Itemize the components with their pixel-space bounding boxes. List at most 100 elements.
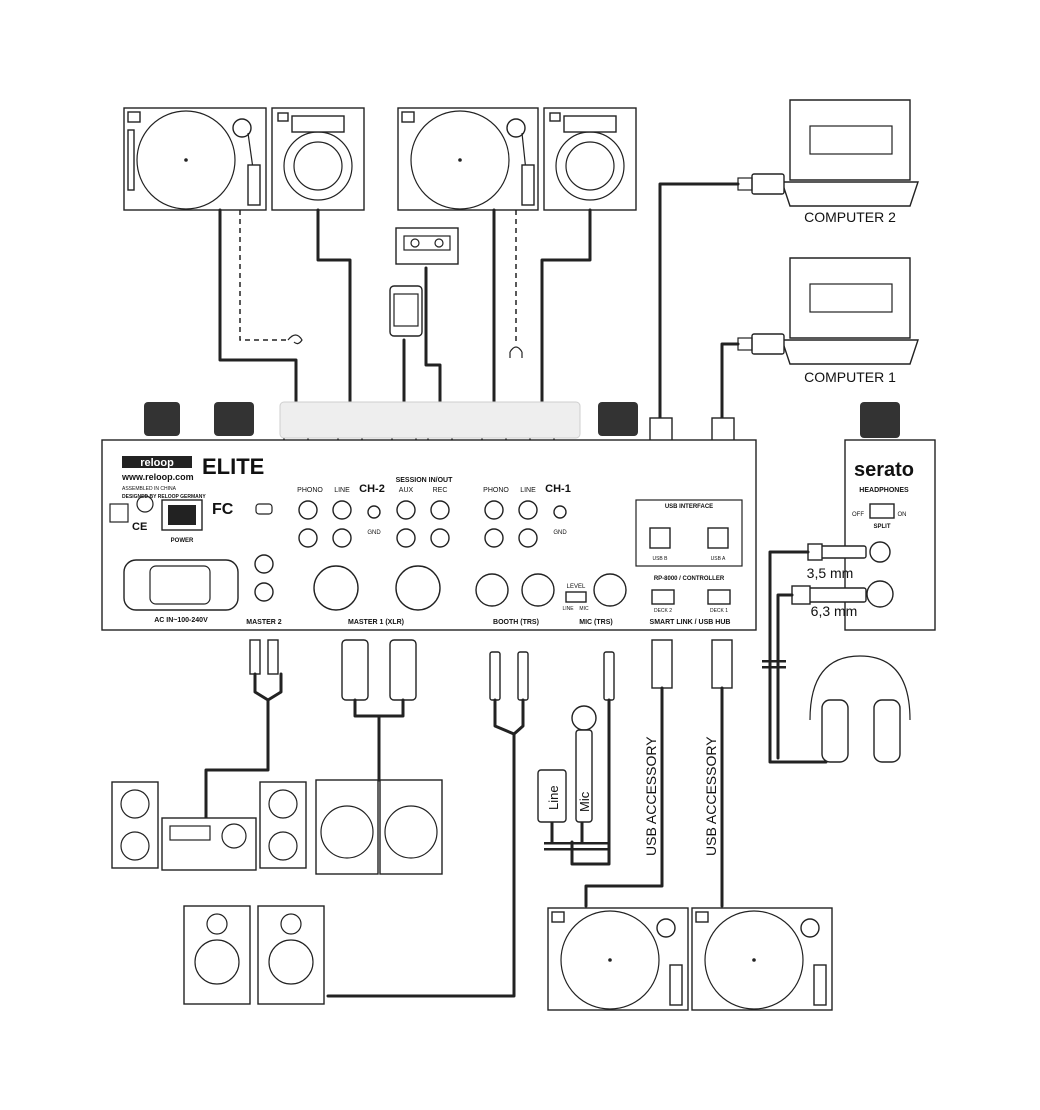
ch2-line: LINE [334,487,350,494]
ground-clip-icon [287,334,303,345]
ch1-phono: PHONO [483,487,509,494]
fcc-mark: FC [212,501,234,518]
cable [424,266,442,427]
controller-label: RP-8000 / CONTROLLER [654,576,725,582]
rca-jack-icon [254,554,274,602]
cable [720,342,740,422]
rca-jack-icon [396,500,450,548]
ch1-title: CH-1 [545,483,571,495]
section-master2: MASTER 2 [246,619,282,626]
session-aux: AUX [399,487,414,494]
usb-interface-title: USB INTERFACE [665,504,713,510]
model-name: ELITE [202,454,264,479]
cable [570,698,611,866]
cable [326,698,525,998]
svg-text:CE: CE [132,521,147,533]
trs-jack-icon [475,573,627,607]
ce-mark-icon: CE [109,495,154,533]
speaker-icon [111,781,307,869]
cable [658,182,740,422]
section-booth: BOOTH (TRS) [493,619,539,626]
xlr-jack-icon [313,565,441,611]
headphones-icon [809,655,911,763]
headphone-cable [768,550,828,764]
amplifier-icon [161,817,257,871]
usb-accessory-label-2: USB ACCESSORY [703,736,719,856]
jack-63-socket [866,580,894,608]
deck1-label: DECK 1 [710,608,728,614]
mic-device-label: Mic [577,791,592,812]
trs-plug-icon [489,651,615,701]
speaker-icon [315,779,443,875]
side-brand: serato [854,459,914,481]
switch-off-label: OFF [852,512,864,518]
line-device-label: Line [546,785,561,810]
usb-plug-icon [737,173,785,195]
split-switch[interactable] [869,503,895,519]
cable [316,208,352,427]
ch2-gnd: GND [367,530,381,536]
designed-by: DESIGNED BY RELOOP GERMANY [122,494,206,500]
cable [540,208,592,427]
turntable-icon [547,907,689,1011]
ch2-phono: PHONO [297,487,323,494]
headphone-cable [776,593,794,760]
session-title: SESSION IN/OUT [396,477,454,484]
laptop-icon [781,99,919,207]
turntable-icon [397,107,539,211]
computer1-label: COMPUTER 1 [804,369,896,385]
trs-plug-icon [791,543,867,605]
turntable-icon [691,907,833,1011]
ac-inlet [123,559,239,611]
level-label: LEVEL [567,584,586,590]
ac-label: AC IN~100-240V [154,617,208,624]
cd-player-icon [271,107,365,211]
ground-cable [239,210,286,341]
turntable-icon [123,107,267,211]
cable [204,672,283,820]
knob-icon [144,402,638,436]
rca-jack-icon [484,500,538,548]
deck2-label: DECK 2 [654,608,672,614]
headphones-label: HEADPHONES [859,487,909,494]
line-device-icon [537,769,567,823]
ch2-title: CH-2 [359,483,385,495]
rca-plug-icon [249,639,279,675]
usb-a-port [707,527,729,549]
usb-a-label: USB A [711,556,726,562]
usb-plug-icon [737,333,785,355]
laptop-icon [781,257,919,365]
cassette-icon [395,227,459,265]
session-rec: REC [433,487,448,494]
jack-35-socket [869,541,891,563]
usb-b-port [649,527,671,549]
xlr-plug-icon [341,639,417,701]
jack-small-label: 3,5 mm [807,565,854,581]
section-master1: MASTER 1 (XLR) [348,619,404,626]
level-switch[interactable] [565,591,587,603]
level-line-label: LINE [562,606,574,612]
cable [353,698,405,782]
switch-on-label: ON [898,512,907,518]
usb-plug-icon [651,639,733,689]
made-in: ASSEMBLED IN CHINA [122,486,177,492]
knob-icon [860,402,900,438]
power-label: POWER [171,538,194,544]
section-mic: MIC (TRS) [579,619,612,626]
cable [584,686,664,908]
usb-accessory-label-1: USB ACCESSORY [643,736,659,856]
website: www.reloop.com [121,472,194,482]
speaker-icon [183,905,325,1005]
jack-large-label: 6,3 mm [811,603,858,619]
cd-player-icon [543,107,637,211]
split-label: SPLIT [873,524,890,530]
ch1-line: LINE [520,487,536,494]
rca-jack-icon [298,500,352,548]
usb-b-label: USB B [652,556,668,562]
cable [550,820,584,844]
ground-clip-icon [509,346,523,358]
brand-logo: reloop [140,457,174,469]
cable [218,208,298,427]
microphone-icon [571,705,597,823]
